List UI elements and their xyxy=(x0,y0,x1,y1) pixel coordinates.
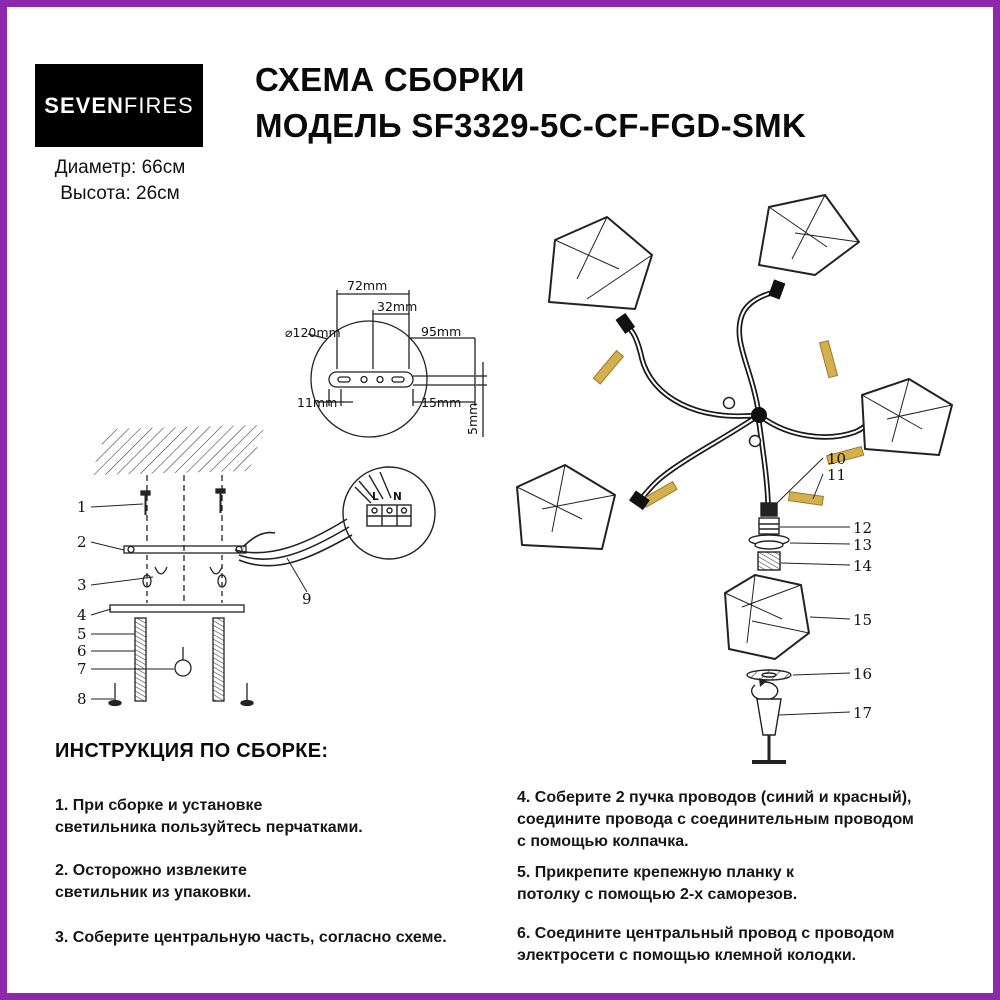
dim-label-32: 32mm xyxy=(377,299,418,314)
plate-dimension-diagram xyxy=(307,290,487,438)
instruction-item-3: 3. Соберите центральную часть, согласно … xyxy=(55,929,447,946)
instructions-heading: ИНСТРУКЦИЯ ПО СБОРКЕ: xyxy=(55,740,329,762)
part-callout-2: 2 xyxy=(77,533,87,551)
part-callout-12: 12 xyxy=(853,519,873,537)
part-callout-13: 13 xyxy=(853,536,873,554)
part-callout-17: 17 xyxy=(853,704,873,722)
part-callout-14: 14 xyxy=(853,557,873,575)
part-callout-11: 11 xyxy=(827,466,847,484)
part-callout-1: 1 xyxy=(77,498,87,516)
part-callout-9: 9 xyxy=(302,590,312,608)
dim-label-5: 5mm xyxy=(465,402,480,435)
part-callout-7: 7 xyxy=(77,660,87,678)
chandelier-exploded-diagram xyxy=(516,194,953,764)
wiring-detail-diagram xyxy=(342,466,436,560)
instruction-item-5: 5. Прикрепите крепежную планку к потолку… xyxy=(517,864,798,904)
dim-label-11: 11mm xyxy=(297,395,338,410)
part-callout-3: 3 xyxy=(77,576,87,594)
technical-drawing-canvas xyxy=(90,194,953,764)
brand-name-light: FIRES xyxy=(123,92,194,118)
part-callout-5: 5 xyxy=(77,625,87,643)
dim-label-72: 72mm xyxy=(347,278,388,293)
instruction-item-2: 2. Осторожно извлеките светильник из упа… xyxy=(55,862,252,902)
part-callout-4: 4 xyxy=(77,606,87,624)
instruction-item-4: 4. Соберите 2 пучка проводов (синий и кр… xyxy=(517,789,914,851)
part-callout-15: 15 xyxy=(853,611,873,629)
page-title: СХЕМА СБОРКИ МОДЕЛЬ SF3329-5C-CF-FGD-SMK xyxy=(255,61,807,144)
dim-label-95: 95mm xyxy=(421,324,462,339)
part-callout-8: 8 xyxy=(77,690,87,708)
part-callout-10: 10 xyxy=(827,450,847,468)
instruction-item-1: 1. При сборке и установке светильника по… xyxy=(55,797,363,837)
instruction-item-6: 6. Соедините центральный провод с провод… xyxy=(517,925,895,965)
terminal-label-n: N xyxy=(393,491,402,503)
terminal-label-l: L xyxy=(372,491,379,503)
brand-name-bold: SEVEN xyxy=(44,92,124,118)
dim-label-d120: ⌀120mm xyxy=(285,325,341,340)
fixture-dimensions: Диаметр: 66см Высота: 26см xyxy=(54,157,186,204)
ceiling-mount-diagram xyxy=(90,425,353,707)
part-callout-6: 6 xyxy=(77,642,87,660)
part-callout-16: 16 xyxy=(853,665,873,683)
dim-label-15: 15mm xyxy=(421,395,462,410)
